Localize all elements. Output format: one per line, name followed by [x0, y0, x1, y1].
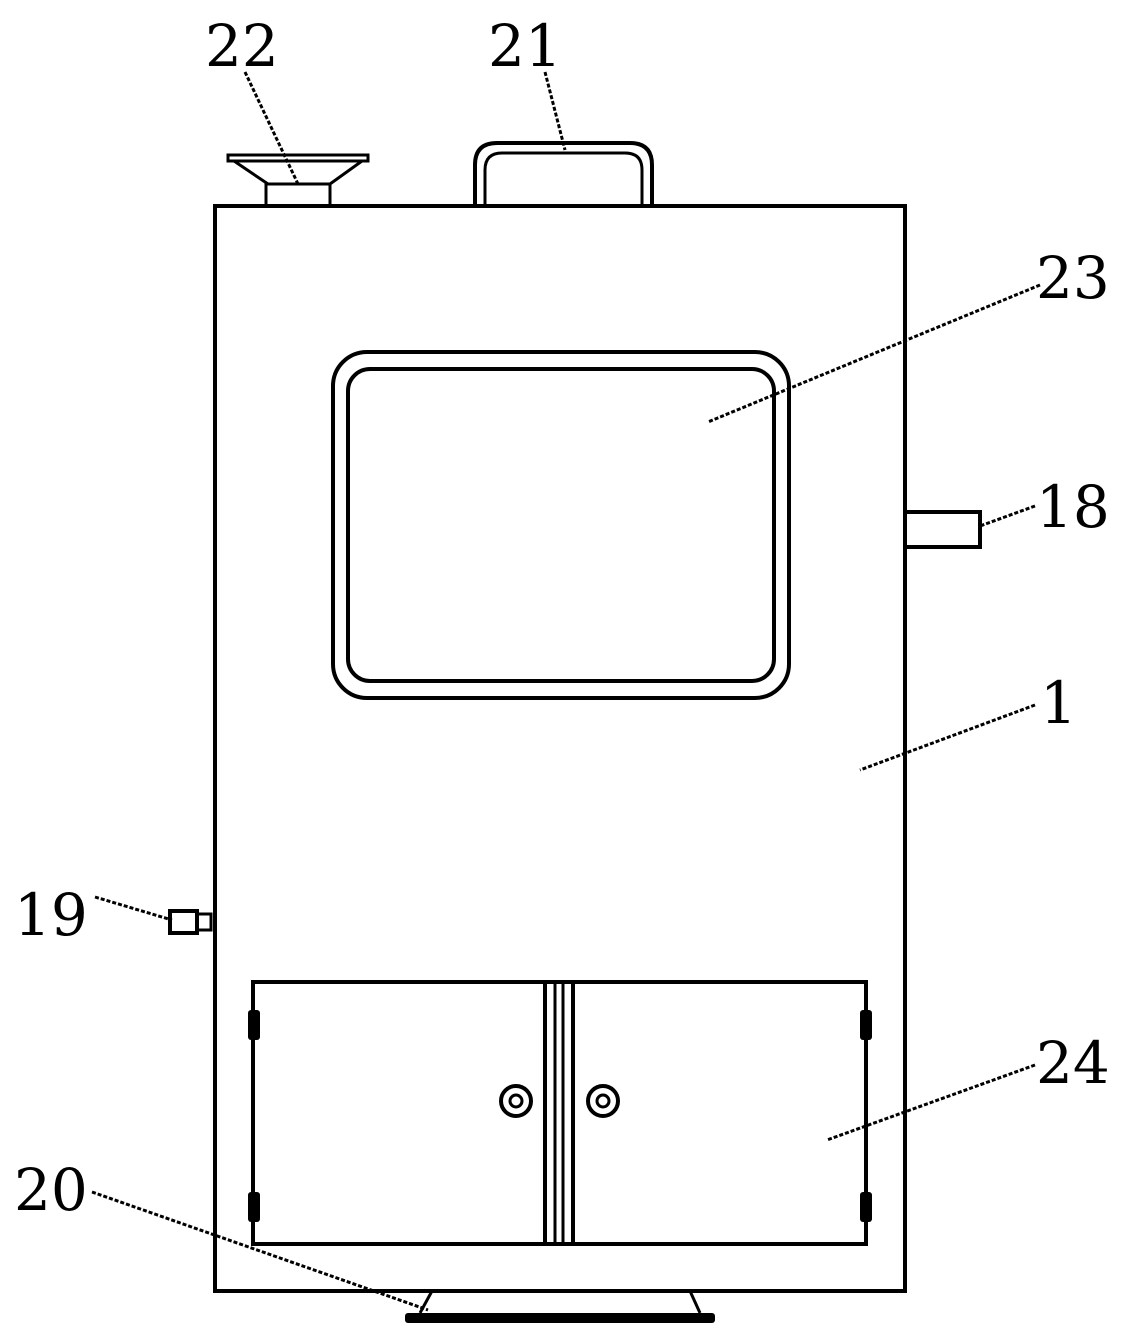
label-23: 23 — [1036, 244, 1110, 312]
label-24: 24 — [1036, 1029, 1110, 1097]
hinge — [248, 1192, 260, 1222]
leader-21 — [543, 71, 567, 151]
valve — [168, 909, 213, 935]
side-pipe — [903, 510, 982, 549]
label-19: 19 — [14, 881, 88, 949]
hinge — [860, 1010, 872, 1040]
observation-window — [331, 350, 791, 700]
label-21: 21 — [488, 12, 562, 80]
label-1: 1 — [1040, 669, 1077, 737]
label-18: 18 — [1036, 473, 1110, 541]
label-22: 22 — [205, 12, 279, 80]
cabinet-body — [213, 204, 907, 1293]
door-knob-right — [586, 1084, 620, 1118]
base — [405, 1290, 715, 1323]
leader-20 — [91, 1190, 429, 1312]
handle — [473, 141, 654, 206]
leader-24 — [826, 1063, 1036, 1142]
label-20: 20 — [14, 1156, 88, 1224]
hinge — [248, 1010, 260, 1040]
leader-18 — [979, 504, 1036, 528]
door-knob-left — [499, 1084, 533, 1118]
leader-22 — [243, 71, 300, 185]
door-panel — [248, 980, 872, 1246]
leader-1 — [859, 703, 1036, 772]
leader-19 — [94, 895, 173, 922]
hinge — [860, 1192, 872, 1222]
